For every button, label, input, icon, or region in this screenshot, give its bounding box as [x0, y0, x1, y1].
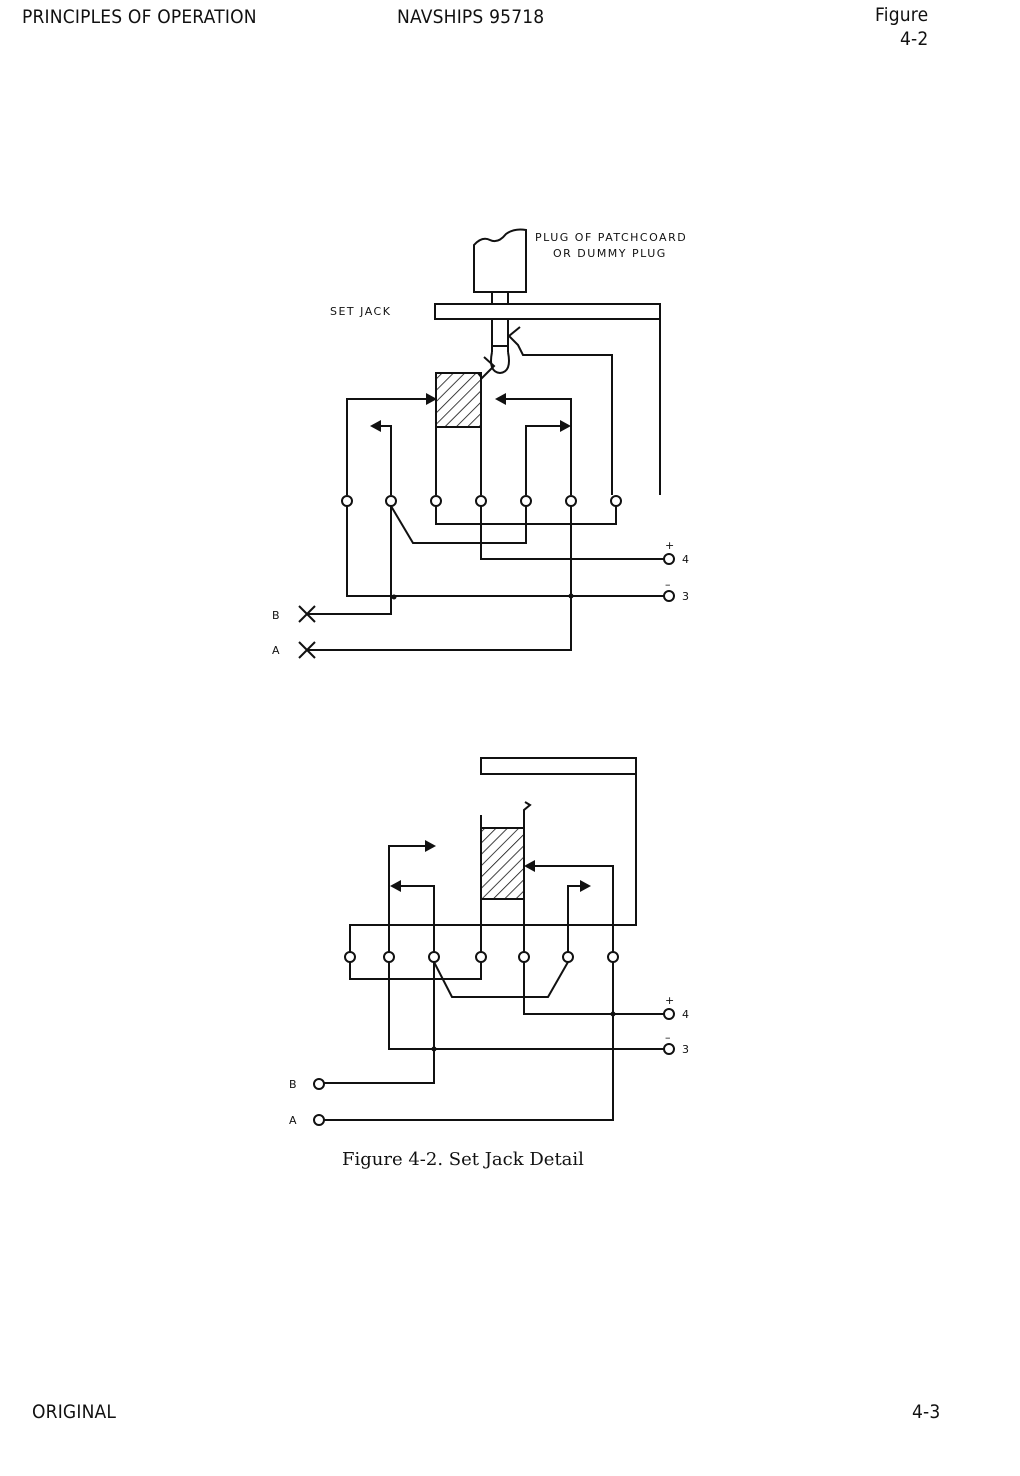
line-a-label: A: [272, 644, 281, 657]
wire-diagonal: [390, 505, 527, 544]
plug-body: [473, 228, 527, 293]
wire-to-4: [480, 506, 664, 560]
terminal-row-bottom: [344, 951, 619, 963]
plug-label-line1: PLUG OF PATCHCOARD: [535, 231, 687, 244]
line-a-label-bottom: A: [289, 1114, 298, 1127]
terminal-3-label-bottom: 3: [682, 1043, 691, 1056]
header-section-title: PRINCIPLES OF OPERATION: [22, 6, 257, 28]
arrow-b7: [524, 860, 535, 872]
terminal-3: [663, 590, 675, 602]
diagram-jack-with-plug: PLUG OF PATCHCOARD OR DUMMY PLUG SET JAC…: [272, 228, 691, 659]
terminal-3-label: 3: [682, 590, 691, 603]
arrow-b6: [580, 880, 591, 892]
wire-diagonal-bottom: [433, 961, 569, 998]
block-legs: [435, 427, 482, 495]
figure-caption: Figure 4-2. Set Jack Detail: [342, 1149, 584, 1170]
arrow-b3: [390, 880, 401, 892]
line-b-label-bottom: B: [289, 1078, 298, 1091]
wire-a-bottom: [324, 962, 614, 1121]
wire-to-3: [346, 506, 664, 597]
wire-to-3-bottom: [388, 962, 664, 1050]
terminal-a: [313, 1114, 325, 1126]
plus-sign: +: [665, 539, 676, 552]
terminal-b: [313, 1078, 325, 1090]
arrow-b2: [425, 840, 436, 852]
x-marker-a: [298, 641, 316, 659]
spring-b6: [567, 885, 581, 952]
diagram-jack-without-plug: + – 4 3 B A: [289, 757, 691, 1127]
ring-spring-bottom: [523, 801, 532, 952]
arrow-5: [560, 420, 571, 432]
terminal-4: [663, 553, 675, 565]
plus-sign-bottom: +: [665, 994, 676, 1007]
spring-b3: [400, 885, 435, 952]
spring-6: [505, 398, 572, 495]
minus-sign-bottom: –: [665, 1031, 672, 1044]
insulator-block-bottom: [480, 827, 525, 900]
terminal-row-top: [341, 495, 622, 507]
wire-to-4-bottom: [523, 962, 664, 1015]
wire-b: [307, 506, 392, 615]
wire-bus-lower: [349, 962, 482, 980]
x-marker-b: [298, 605, 316, 623]
arrow-6: [495, 393, 506, 405]
set-jack-panel: [434, 303, 661, 320]
spring-b7: [534, 865, 614, 952]
header-figure-number: 4-2: [900, 28, 929, 50]
header-figure-label: Figure: [875, 4, 929, 26]
set-jack-panel-bottom: [480, 757, 637, 775]
arrow-2: [370, 420, 381, 432]
plug-tip: [490, 351, 510, 375]
wire-b-bottom: [324, 962, 435, 1084]
terminal-4-label-bottom: 4: [682, 1008, 691, 1021]
terminal-4-label: 4: [682, 553, 691, 566]
sleeve-bus: [349, 774, 637, 952]
spring-1: [346, 398, 428, 495]
spring-2: [380, 425, 392, 495]
terminal-4-bottom: [663, 1008, 675, 1020]
arrow-1: [426, 393, 437, 405]
terminal-3-bottom: [663, 1043, 675, 1055]
spring-b2: [388, 845, 426, 952]
plug-shaft: [491, 319, 509, 352]
footer-page-number: 4-3: [912, 1401, 941, 1423]
minus-sign: –: [665, 578, 672, 591]
header-doc-number: NAVSHIPS 95718: [397, 6, 545, 28]
insulator-block: [435, 372, 482, 428]
set-jack-label: SET JACK: [330, 305, 391, 318]
plug-neck: [491, 292, 509, 304]
ring-spring: [507, 326, 613, 495]
line-b-label: B: [272, 609, 281, 622]
spring-5: [525, 425, 561, 495]
wire-a: [307, 506, 572, 651]
plug-label-line2: OR DUMMY PLUG: [553, 247, 667, 260]
footer-original: ORIGINAL: [32, 1401, 117, 1423]
